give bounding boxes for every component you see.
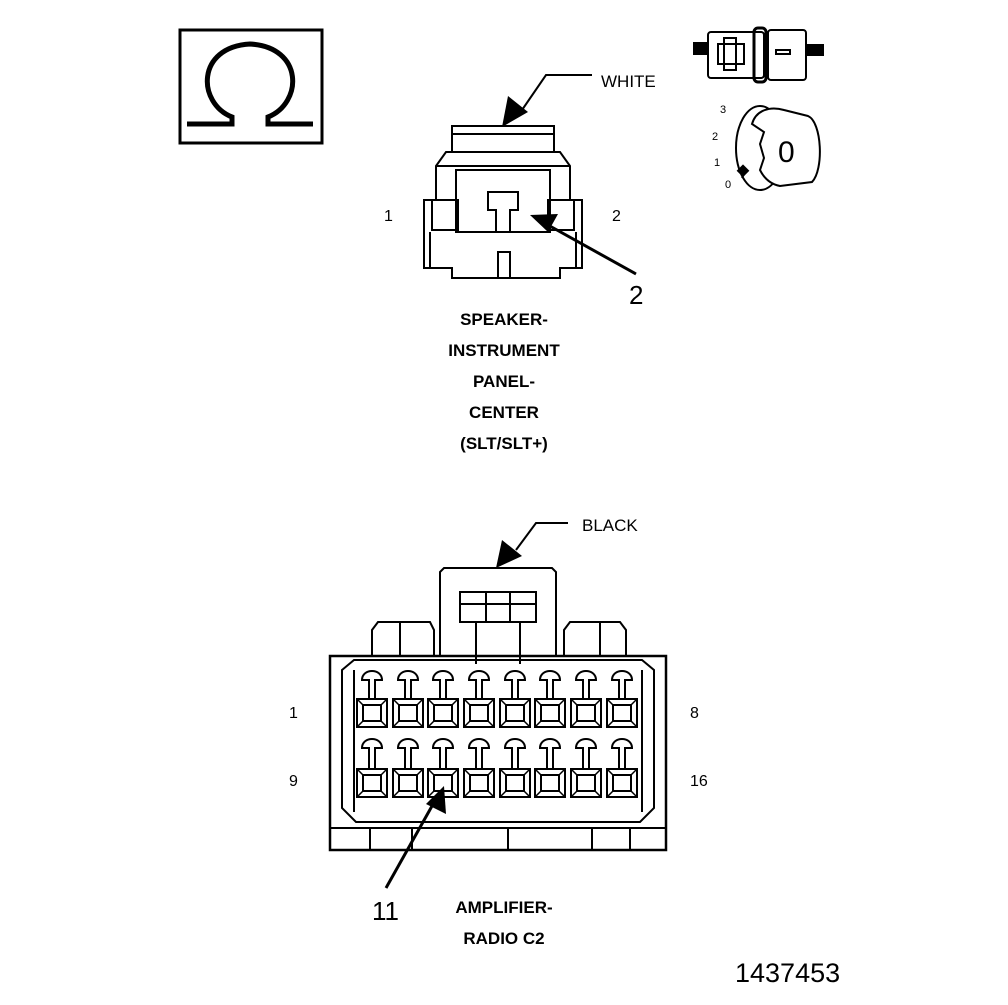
- speaker-connector-drawing: [423, 74, 637, 279]
- connector-cavity: [606, 738, 638, 798]
- connector-cavity: [356, 670, 388, 728]
- connector-cavity: [463, 670, 495, 728]
- amplifier-connector-title: AMPLIFIER- RADIO C2: [404, 892, 604, 954]
- connector-cavity: [534, 670, 566, 728]
- ignition-position-1: 1: [714, 157, 721, 169]
- pin-label-16: 16: [690, 773, 708, 790]
- connector-cavity: [570, 738, 602, 798]
- connector-cavity: [499, 738, 531, 798]
- connector-cavity: [499, 670, 531, 728]
- connector-cavity: [392, 738, 424, 798]
- amplifier-connector-drawing: [328, 522, 668, 889]
- callout-2: 2: [629, 280, 644, 310]
- wire-color-label-black: BLACK: [582, 516, 638, 535]
- title-line: SPEAKER-: [460, 310, 548, 329]
- ignition-position-2: 2: [712, 131, 719, 143]
- title-line: INSTRUMENT: [448, 341, 560, 360]
- pin-label-9: 9: [289, 773, 298, 790]
- ignition-position-0: 0: [725, 179, 732, 191]
- figure-number: 1437453: [735, 958, 841, 988]
- connector-cavity: [570, 670, 602, 728]
- pin-label-2: 2: [612, 208, 621, 225]
- connector-cavity: [427, 670, 459, 728]
- ignition-position-3: 3: [720, 104, 727, 116]
- connector-cavity: [463, 738, 495, 798]
- connector-cavity: [606, 670, 638, 728]
- speaker-connector-title: SPEAKER- INSTRUMENT PANEL- CENTER (SLT/S…: [404, 304, 604, 459]
- test-probe-icon: [693, 26, 824, 84]
- pin-label-1: 1: [289, 705, 298, 722]
- ohmmeter-icon: [178, 28, 324, 145]
- title-line: AMPLIFIER-: [455, 898, 553, 917]
- title-line: PANEL-: [472, 372, 535, 391]
- connector-cavity: [392, 670, 424, 728]
- connector-cavity: [356, 738, 388, 798]
- connector-cavity: [534, 738, 566, 798]
- callout-11: 11: [372, 896, 399, 926]
- key-position-label: 0: [778, 136, 795, 169]
- pin-label-8: 8: [690, 705, 699, 722]
- title-line: (SLT/SLT+): [460, 434, 548, 453]
- title-line: CENTER: [469, 403, 539, 422]
- pin-label-1: 1: [384, 208, 393, 225]
- title-line: RADIO C2: [463, 929, 545, 948]
- wire-color-label-white: WHITE: [601, 72, 656, 91]
